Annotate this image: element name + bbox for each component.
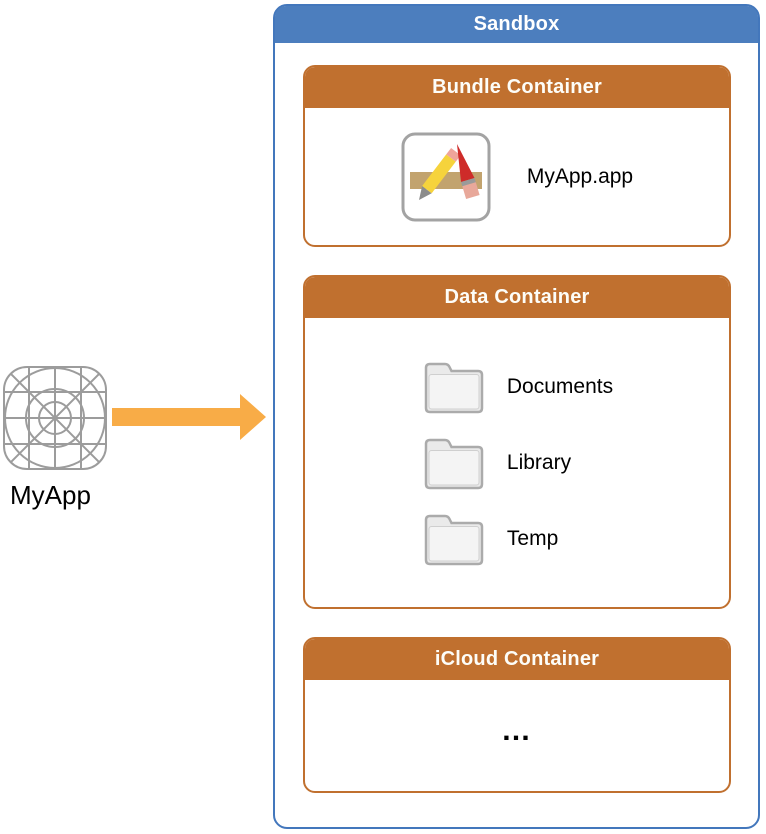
app-store-icon [401, 132, 491, 221]
folder-icon [424, 438, 484, 490]
bundle-item-label: MyApp.app [526, 164, 634, 188]
sandbox-title: Sandbox [473, 13, 560, 35]
folder-label: Library [506, 450, 572, 474]
data-container-body: Documents Library [305, 318, 729, 607]
bundle-container-header: Bundle Container [305, 67, 729, 108]
folder-icon [424, 362, 484, 414]
data-container-title: Data Container [444, 286, 590, 308]
list-item: Library [421, 435, 613, 490]
bundle-container-title: Bundle Container [432, 76, 602, 98]
folder-icon [424, 514, 484, 566]
source-app: MyApp [2, 365, 182, 510]
source-app-label: MyApp [10, 480, 91, 510]
sandbox-header: Sandbox [275, 6, 758, 43]
icloud-container-title: iCloud Container [434, 648, 600, 670]
list-item: Documents [421, 359, 613, 414]
icloud-container-box: iCloud Container … [303, 637, 731, 793]
app-wireframe-icon [3, 366, 107, 470]
folder-list: Documents Library [421, 359, 613, 566]
icloud-container-header: iCloud Container [305, 639, 729, 680]
data-container-header: Data Container [305, 277, 729, 318]
bundle-container-body: MyApp.app [305, 108, 729, 245]
bundle-container-box: Bundle Container MyApp.app [303, 65, 731, 247]
sandbox-box: Sandbox Bundle Container [273, 4, 760, 829]
folder-label: Temp [506, 526, 559, 550]
list-item: Temp [421, 511, 613, 566]
icloud-container-body: … [305, 680, 729, 791]
folder-label: Documents [506, 374, 614, 398]
arrow-right-icon [112, 394, 266, 440]
ellipsis-placeholder: … [501, 713, 533, 747]
data-container-box: Data Container Documents [303, 275, 731, 609]
